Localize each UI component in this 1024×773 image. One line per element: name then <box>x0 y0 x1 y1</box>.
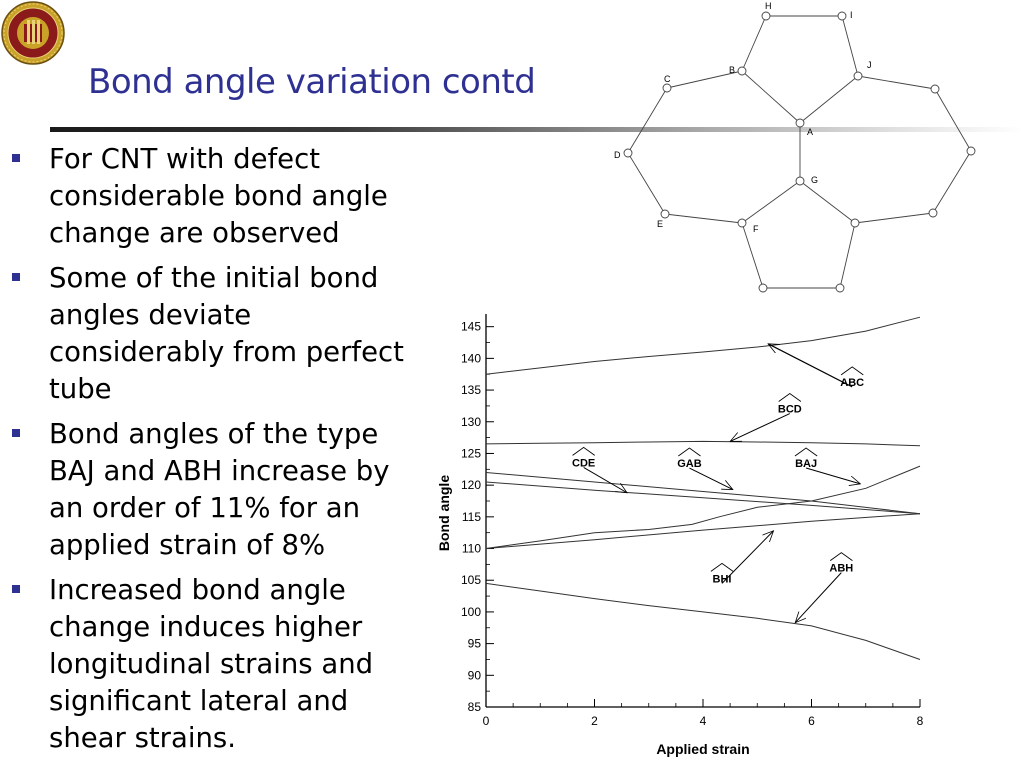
atom-label-i: I <box>850 10 853 20</box>
atom-label-f: F <box>753 224 759 234</box>
data-series <box>485 316 921 660</box>
y-tick-label: 140 <box>461 351 481 365</box>
bullet-item: Bond angles of the type BAJ and ABH incr… <box>0 416 420 564</box>
y-tick-label: 95 <box>468 637 482 651</box>
bullet-item: Some of the initial bond angles deviate … <box>0 260 420 408</box>
angle-hat-gab <box>678 447 701 457</box>
annotation-label-cde: CDE <box>572 457 595 469</box>
x-tick-label: 6 <box>808 714 815 728</box>
x-tick-label: 8 <box>917 714 924 728</box>
y-tick-label: 100 <box>461 605 481 619</box>
y-tick-label: 125 <box>461 446 481 460</box>
x-axis-label: Applied strain <box>656 741 749 757</box>
plot-axes <box>485 314 920 708</box>
bullet-item: For CNT with defect considerable bond an… <box>0 141 420 252</box>
y-tick-label: 115 <box>462 510 481 524</box>
bullet-text: Some of the initial bond angles deviate … <box>49 262 404 405</box>
axis-ticks: 85 90 95 100 105 110 115 120 125 130 135 140 145 0 2 4 6… <box>461 320 924 728</box>
atom-label-c: C <box>664 74 671 84</box>
bond-angle-plot: 85 90 95 100 105 110 115 120 125 130 135 140 145 0 2 4 6… <box>436 314 924 757</box>
annotation-arrow-cde <box>583 466 627 492</box>
atom-label-e: E <box>657 219 663 229</box>
y-axis-label: Bond angle <box>436 475 452 551</box>
annotation-arrow-bcd <box>730 413 791 442</box>
y-tick-label: 130 <box>461 415 481 429</box>
y-tick-label: 120 <box>461 478 481 492</box>
defect-structure-diagram: H I J C B A D G E F <box>600 0 1010 300</box>
annotation-label-gab: GAB <box>677 458 702 470</box>
atom-label-h: H <box>765 1 772 11</box>
annotation-label-baj: BAJ <box>795 458 817 470</box>
title-divider <box>50 127 1024 132</box>
university-logo <box>0 0 70 66</box>
bullet-list: For CNT with defect considerable bond an… <box>0 141 420 765</box>
atom-label-b: B <box>729 65 735 75</box>
bond-angle-chart: 85 90 95 100 105 110 115 120 125 130 135 140 145 0 2 4 6… <box>420 300 1024 768</box>
series-line-0 <box>485 316 921 375</box>
atom-label-a: A <box>807 127 813 137</box>
callout-annotations: ABC BCD CDE GAB BAJ BHI ABH <box>572 343 864 623</box>
angle-hat-baj <box>794 447 818 457</box>
x-tick-label: 4 <box>700 714 707 728</box>
atom-label-g: G <box>811 175 818 185</box>
series-line-3 <box>485 481 921 515</box>
bullet-text: Increased bond angle change induces high… <box>49 574 374 754</box>
square-bullet-icon <box>12 273 20 281</box>
bullet-text: Bond angles of the type BAJ and ABH incr… <box>49 418 390 561</box>
x-tick-label: 2 <box>591 714 598 728</box>
square-bullet-icon <box>12 585 20 593</box>
seal-icon <box>0 0 70 66</box>
series-line-5 <box>485 513 921 549</box>
y-tick-label: 105 <box>461 573 481 587</box>
atom-network: H I J C B A D G E F <box>614 1 976 293</box>
series-line-1 <box>485 440 921 447</box>
annotation-label-bcd: BCD <box>778 404 802 416</box>
y-tick-label: 90 <box>468 668 482 682</box>
angle-hat-abh <box>829 552 853 561</box>
annotation-arrow-bhi <box>721 531 774 584</box>
angle-hat-abc <box>840 366 864 376</box>
y-tick-label: 110 <box>462 542 481 556</box>
slide-title: Bond angle variation contd <box>88 62 536 102</box>
square-bullet-icon <box>12 429 20 437</box>
y-tick-label: 145 <box>461 320 481 334</box>
atom-label-j: J <box>867 60 872 70</box>
series-line-6 <box>485 582 921 660</box>
y-tick-label: 135 <box>461 383 481 397</box>
annotation-label-abc: ABC <box>840 377 864 389</box>
annotation-arrow-gab <box>689 467 732 491</box>
angle-hat-cde <box>572 446 596 456</box>
angle-hat-bhi <box>710 562 734 572</box>
bullet-text: For CNT with defect considerable bond an… <box>49 143 388 249</box>
series-line-4 <box>485 465 921 549</box>
annotation-arrow-abh <box>795 572 842 623</box>
annotation-arrow-baj <box>805 467 860 484</box>
atom-label-d: D <box>614 150 621 160</box>
annotation-label-bhi: BHI <box>713 573 732 585</box>
y-tick-label: 85 <box>468 700 482 714</box>
annotation-label-abh: ABH <box>829 563 853 575</box>
x-tick-label: 0 <box>483 714 490 728</box>
bullet-item: Increased bond angle change induces high… <box>0 572 420 757</box>
series-line-2 <box>485 472 921 515</box>
square-bullet-icon <box>12 154 20 162</box>
angle-hat-bcd <box>778 392 802 402</box>
annotation-arrow-abc <box>768 343 853 388</box>
